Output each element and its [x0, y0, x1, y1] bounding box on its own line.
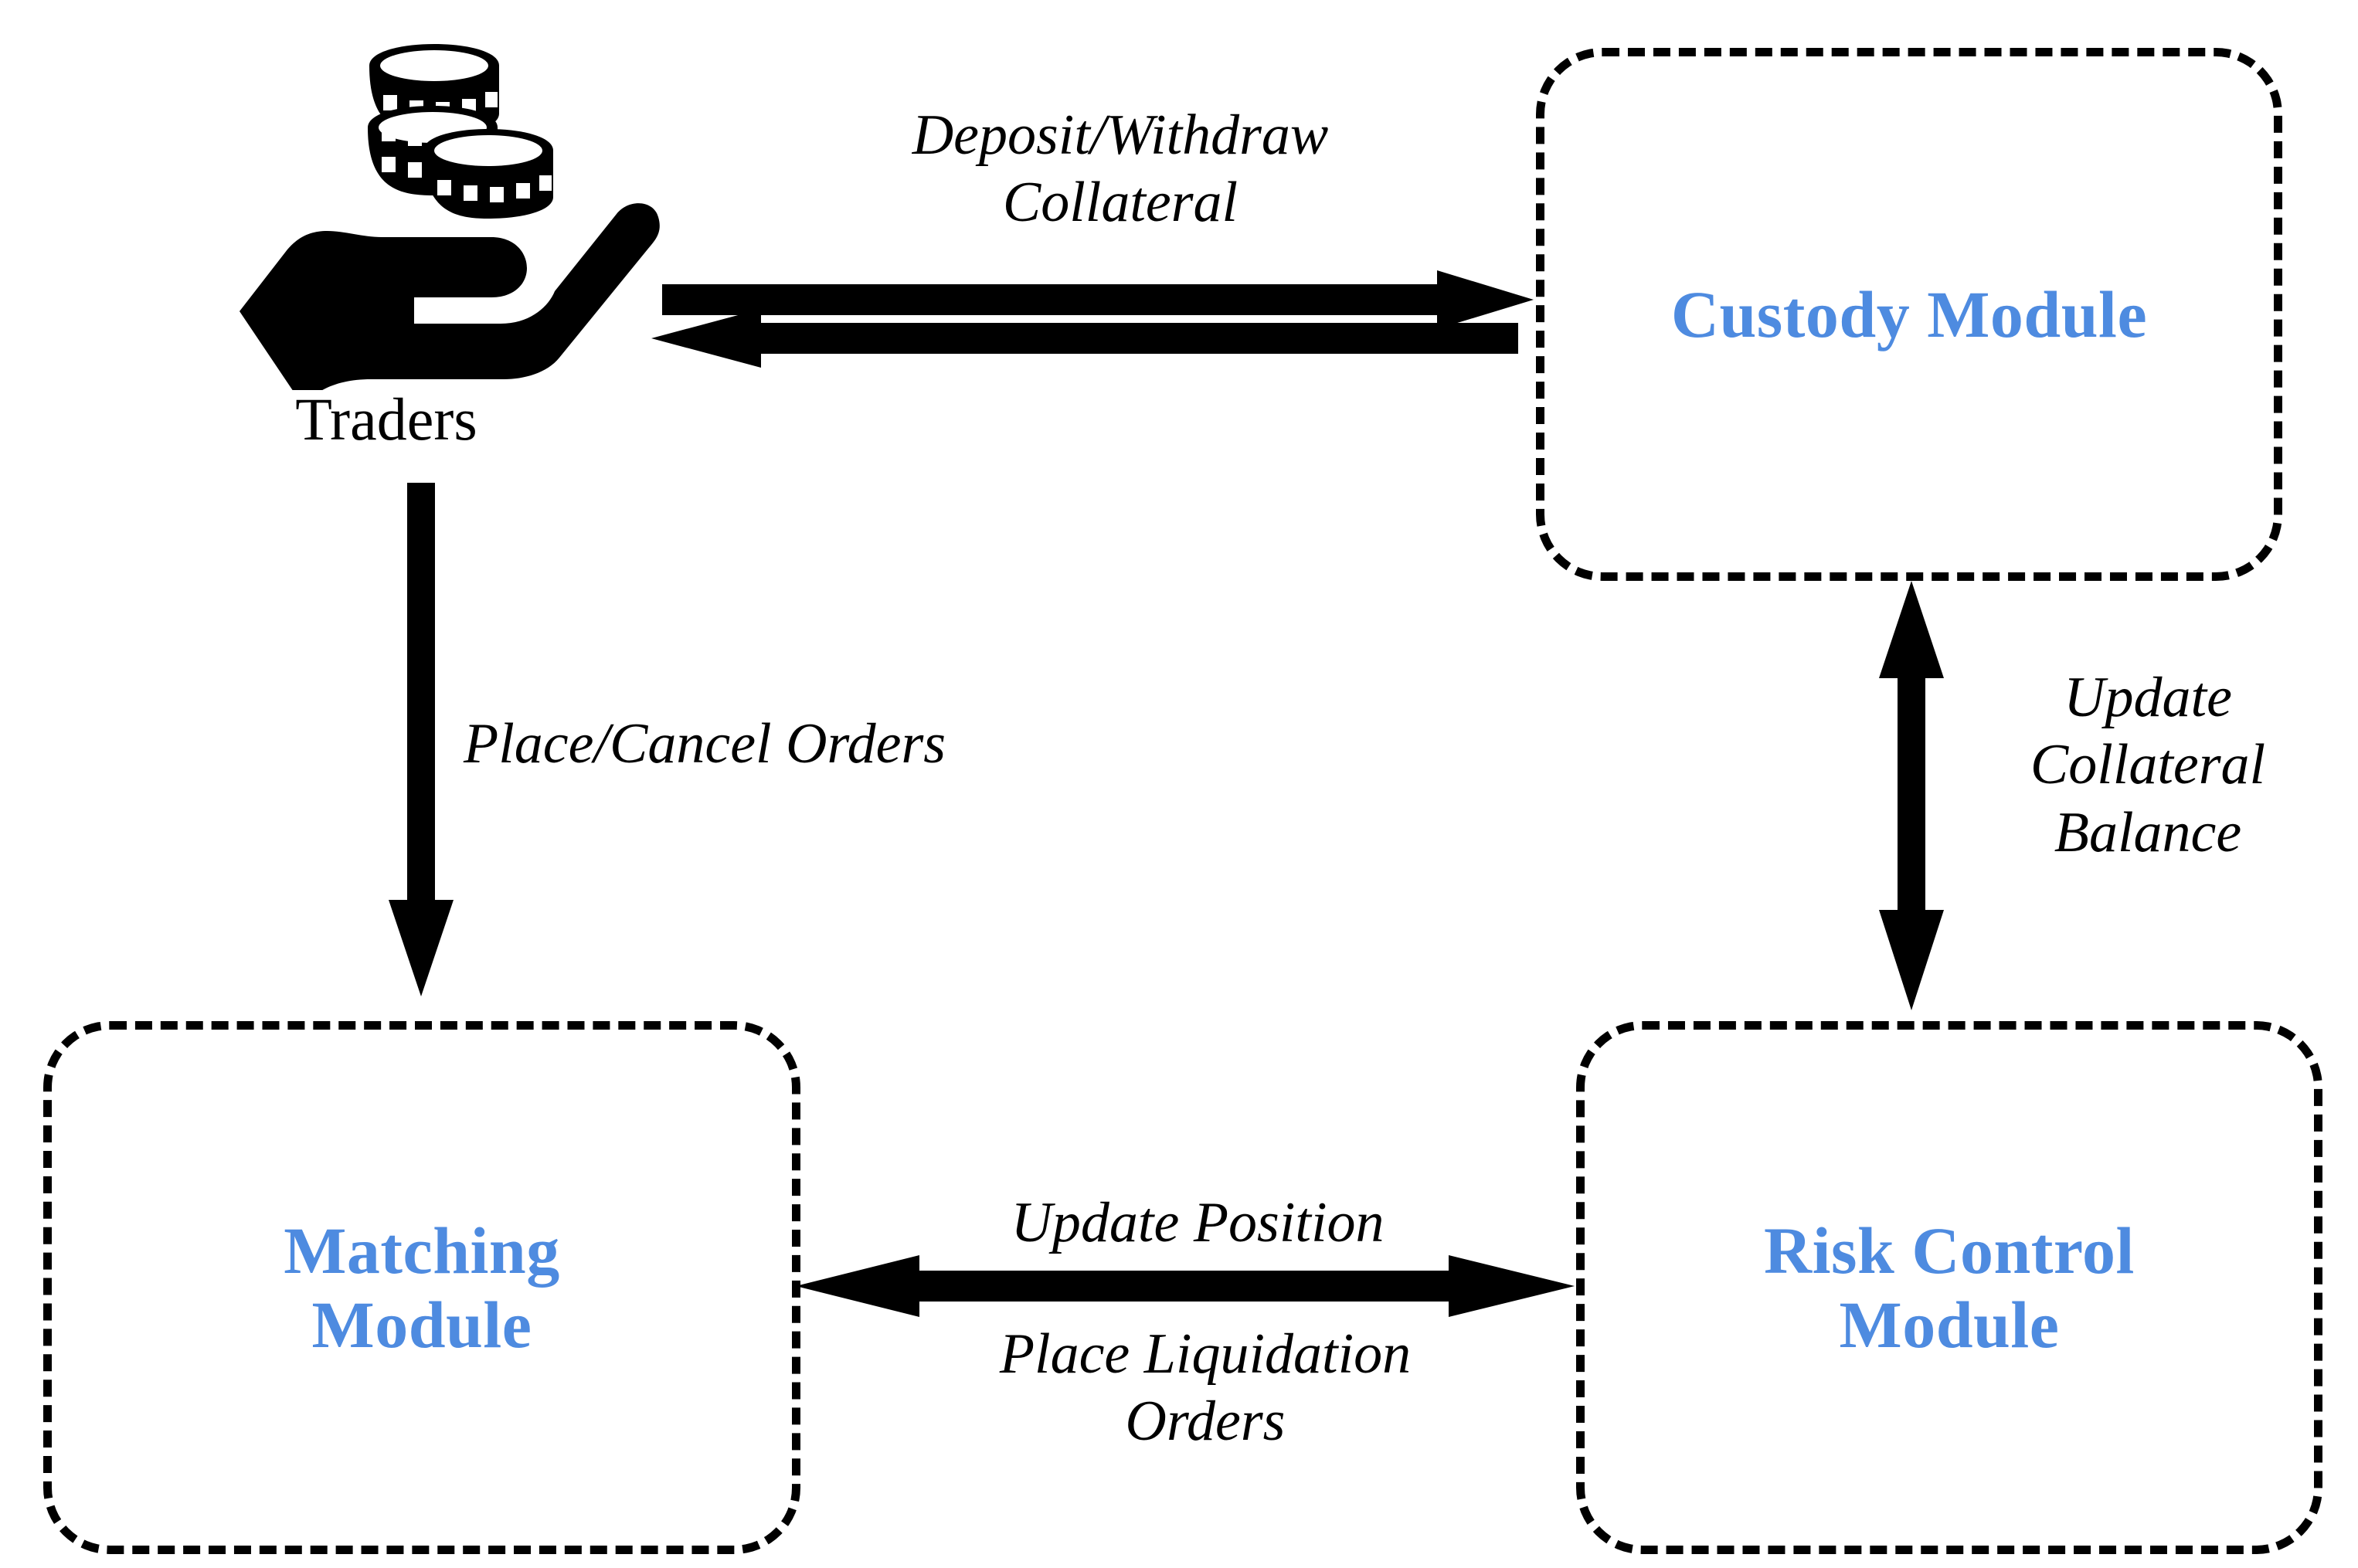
matching-module-label: Matching Module — [284, 1213, 560, 1362]
custody-module-label: Custody Module — [1670, 277, 2148, 351]
risk-control-module-box[interactable]: Risk Control Module — [1576, 1021, 2322, 1554]
traders-label: Traders — [295, 385, 477, 453]
custody-module-box[interactable]: Custody Module — [1536, 48, 2282, 581]
hand-holding-coins-icon — [240, 44, 660, 390]
edge-label-place-liquidation-orders: Place Liquidation Orders — [999, 1322, 1412, 1454]
arrow-withdraw-left — [651, 309, 1518, 368]
edge-label-update-collateral-balance: Update Collateral Balance — [2030, 666, 2266, 864]
matching-module-box[interactable]: Matching Module — [43, 1021, 800, 1554]
edge-label-update-position: Update Position — [1011, 1191, 1385, 1254]
arrow-update-position-bidirectional — [796, 1255, 1575, 1317]
arrow-deposit-right — [662, 270, 1534, 329]
edge-label-place-cancel-orders: Place/Cancel Orders — [464, 712, 946, 776]
arrow-update-collateral-bidirectional — [1879, 581, 1944, 1010]
edge-label-deposit-withdraw: Deposit/Withdraw Collateral — [912, 104, 1329, 235]
risk-control-module-label: Risk Control Module — [1764, 1213, 2135, 1362]
arrow-place-cancel-down — [389, 483, 454, 996]
